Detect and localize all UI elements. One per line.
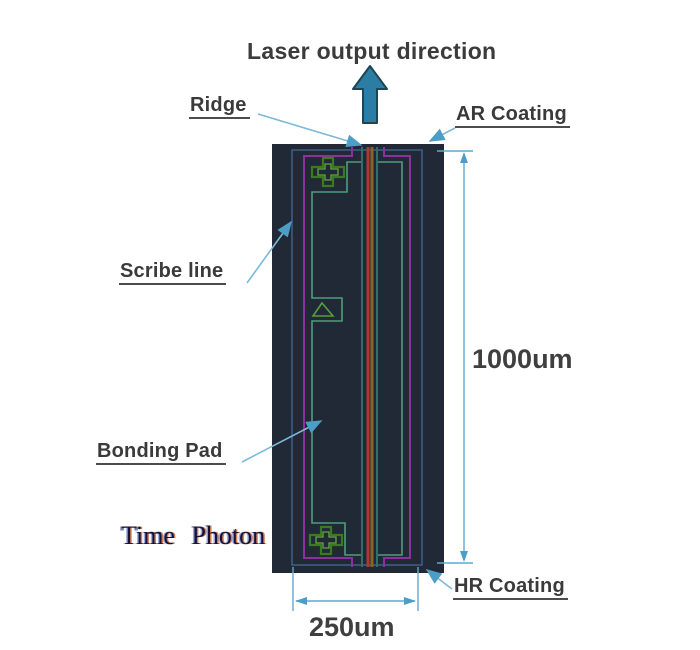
alignment-cross-top-icon	[310, 156, 346, 188]
alignment-cross-top-inner-icon	[317, 163, 339, 181]
bonding-pad-label: Bonding Pad	[96, 440, 226, 465]
ar-coating-label: AR Coating	[455, 103, 570, 128]
scribe-line-label: Scribe line	[119, 260, 227, 285]
alignment-cross-bottom-icon	[308, 525, 344, 556]
width-dim-arrow-left	[295, 597, 307, 605]
metal-outline-right	[383, 147, 411, 567]
width-dim-arrow-right	[404, 597, 416, 605]
ar-coating-leader-line	[428, 127, 456, 142]
chip-width-dimension: 250um	[309, 612, 395, 642]
chip-body	[272, 144, 444, 573]
height-dim-arrow-top	[460, 152, 468, 163]
bonding-pad-outline-right	[377, 161, 403, 556]
scribe-line-outline	[291, 149, 423, 566]
bonding-pad-leader-line	[241, 420, 323, 463]
height-dim-arrow-bottom	[460, 551, 468, 562]
laser-output-direction-title: Laser output direction	[247, 38, 497, 64]
alignment-triangle-icon	[311, 301, 335, 317]
scribe-line-leader-line	[246, 220, 292, 284]
bonding-pad-outline-left	[311, 161, 361, 556]
ridge-label: Ridge	[189, 94, 250, 119]
time-photon-watermark: Time Photon	[121, 521, 266, 550]
hr-coating-leader-line	[425, 569, 453, 590]
hr-coating-label: HR Coating	[453, 575, 568, 600]
alignment-cross-bottom-inner-icon	[315, 531, 337, 549]
cavity-length-dimension: 1000um	[472, 344, 573, 374]
ridge-leader-line	[257, 113, 363, 147]
metal-outline-left	[303, 147, 353, 567]
laser-output-arrow-icon	[352, 65, 388, 124]
